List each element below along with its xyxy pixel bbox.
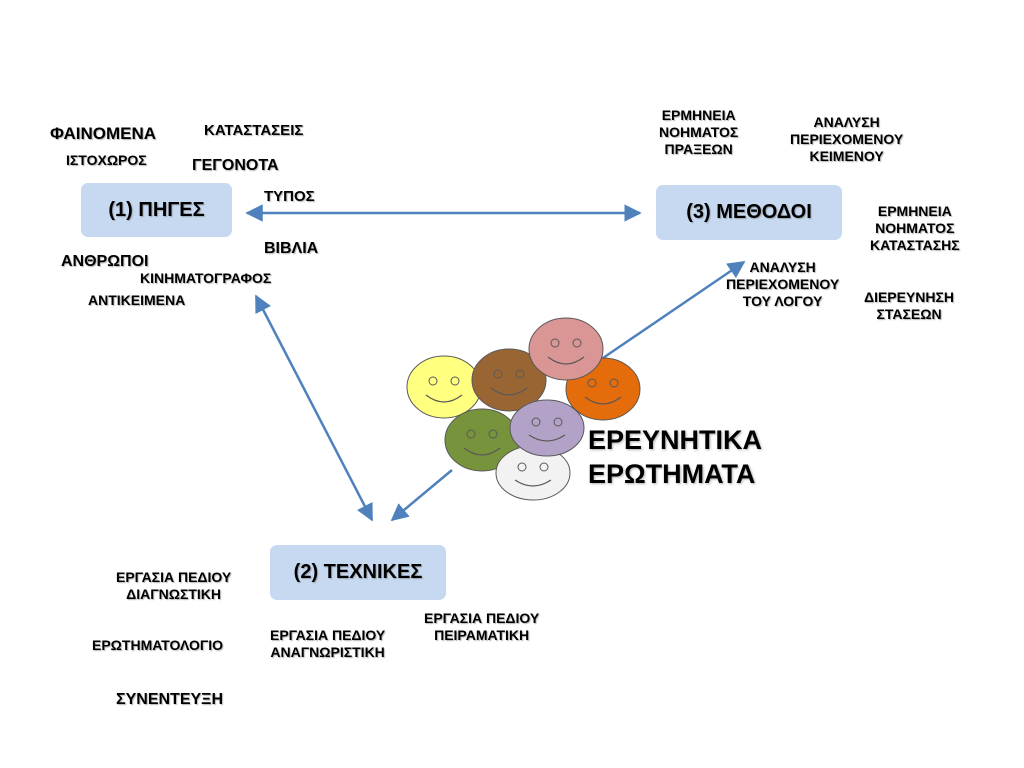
label-people: ΑΝΘΡΩΠΟΙ	[61, 253, 149, 270]
label-interpretation-situation: ΕΡΜΗΝΕΙΑ ΝΟΗΜΑΤΟΣ ΚΑΤΑΣΤΑΣΗΣ	[870, 203, 960, 254]
label-press: ΤΥΠΟΣ	[264, 188, 315, 205]
arrow-questions-methods	[602, 260, 746, 360]
smiley-face-icon	[509, 399, 585, 457]
smiley-face-icon	[444, 408, 520, 472]
smiley-face-icon	[528, 317, 604, 381]
label-questionnaire: ΕΡΩΤΗΜΑΤΟΛΟΓΙΟ	[92, 637, 224, 653]
label-analysis-speech: ΑΝΑΛΥΣΗ ΠΕΡΙΕΧΟΜΕΝΟΥ ΤΟΥ ΛΟΓΟΥ	[726, 259, 840, 310]
smiley-face-icon	[495, 445, 571, 501]
label-events: ΓΕΓΟΝΟΤΑ	[192, 157, 279, 174]
label-attitudes: ΔΙΕΡΕΥΝΗΣΗ ΣΤΑΣΕΩΝ	[864, 289, 955, 323]
arrow-sources-techniques	[254, 294, 374, 522]
node-techniques-label: (2) ΤΕΧΝΙΚΕΣ	[293, 561, 423, 583]
label-field-recognition: ΕΡΓΑΣΙΑ ΠΕΔΙΟΥ ΑΝΑΓΝΩΡΙΣΤΙΚΗ	[270, 627, 386, 661]
research-questions-label: ΕΡΕΥΝΗΤΙΚΑ ΕΡΩΤΗΜΑΤΑ	[588, 425, 763, 489]
label-cinema: ΚΙΝΗΜΑΤΟΓΡΑΦΟΣ	[140, 270, 272, 286]
smiley-face-icon	[471, 348, 547, 412]
label-field-experimental: ΕΡΓΑΣΙΑ ΠΕΔΙΟΥ ΠΕΙΡΑΜΑΤΙΚΗ	[424, 610, 540, 644]
label-situations: ΚΑΤΑΣΤΑΣΕΙΣ	[204, 122, 304, 139]
label-objects: ΑΝΤΙΚΕΙΜΕΝΑ	[88, 292, 186, 308]
label-interpretation-actions: ΕΡΜΗΝΕΙΑ ΝΟΗΜΑΤΟΣ ΠΡΑΞΕΩΝ	[659, 107, 739, 158]
node-methods: (3) ΜΕΘΟΔΟΙ	[656, 185, 842, 240]
arrow-questions-techniques	[390, 469, 453, 522]
label-field-diagnostic: ΕΡΓΑΣΙΑ ΠΕΔΙΟΥ ΔΙΑΓΝΩΣΤΙΚΗ	[116, 569, 232, 603]
label-phenomena: ΦΑΙΝΟΜΕΝΑ	[50, 124, 157, 143]
smiley-face-icon	[406, 355, 482, 419]
node-techniques: (2) ΤΕΧΝΙΚΕΣ	[270, 545, 446, 600]
label-interview: ΣΥΝΕΝΤΕΥΞΗ	[116, 691, 224, 708]
node-sources-label: (1) ΠΗΓΕΣ	[108, 198, 205, 221]
label-books: ΒΙΒΛΙΑ	[264, 240, 319, 257]
label-historic-places: ΙΣΤΟΧΩΡΟΣ	[66, 152, 147, 168]
node-sources: (1) ΠΗΓΕΣ	[81, 183, 232, 237]
label-analysis-text: ΑΝΑΛΥΣΗ ΠΕΡΙΕΧΟΜΕΝΟΥ ΚΕΙΜΕΝΟΥ	[790, 114, 904, 165]
node-methods-label: (3) ΜΕΘΟΔΟΙ	[686, 201, 812, 223]
